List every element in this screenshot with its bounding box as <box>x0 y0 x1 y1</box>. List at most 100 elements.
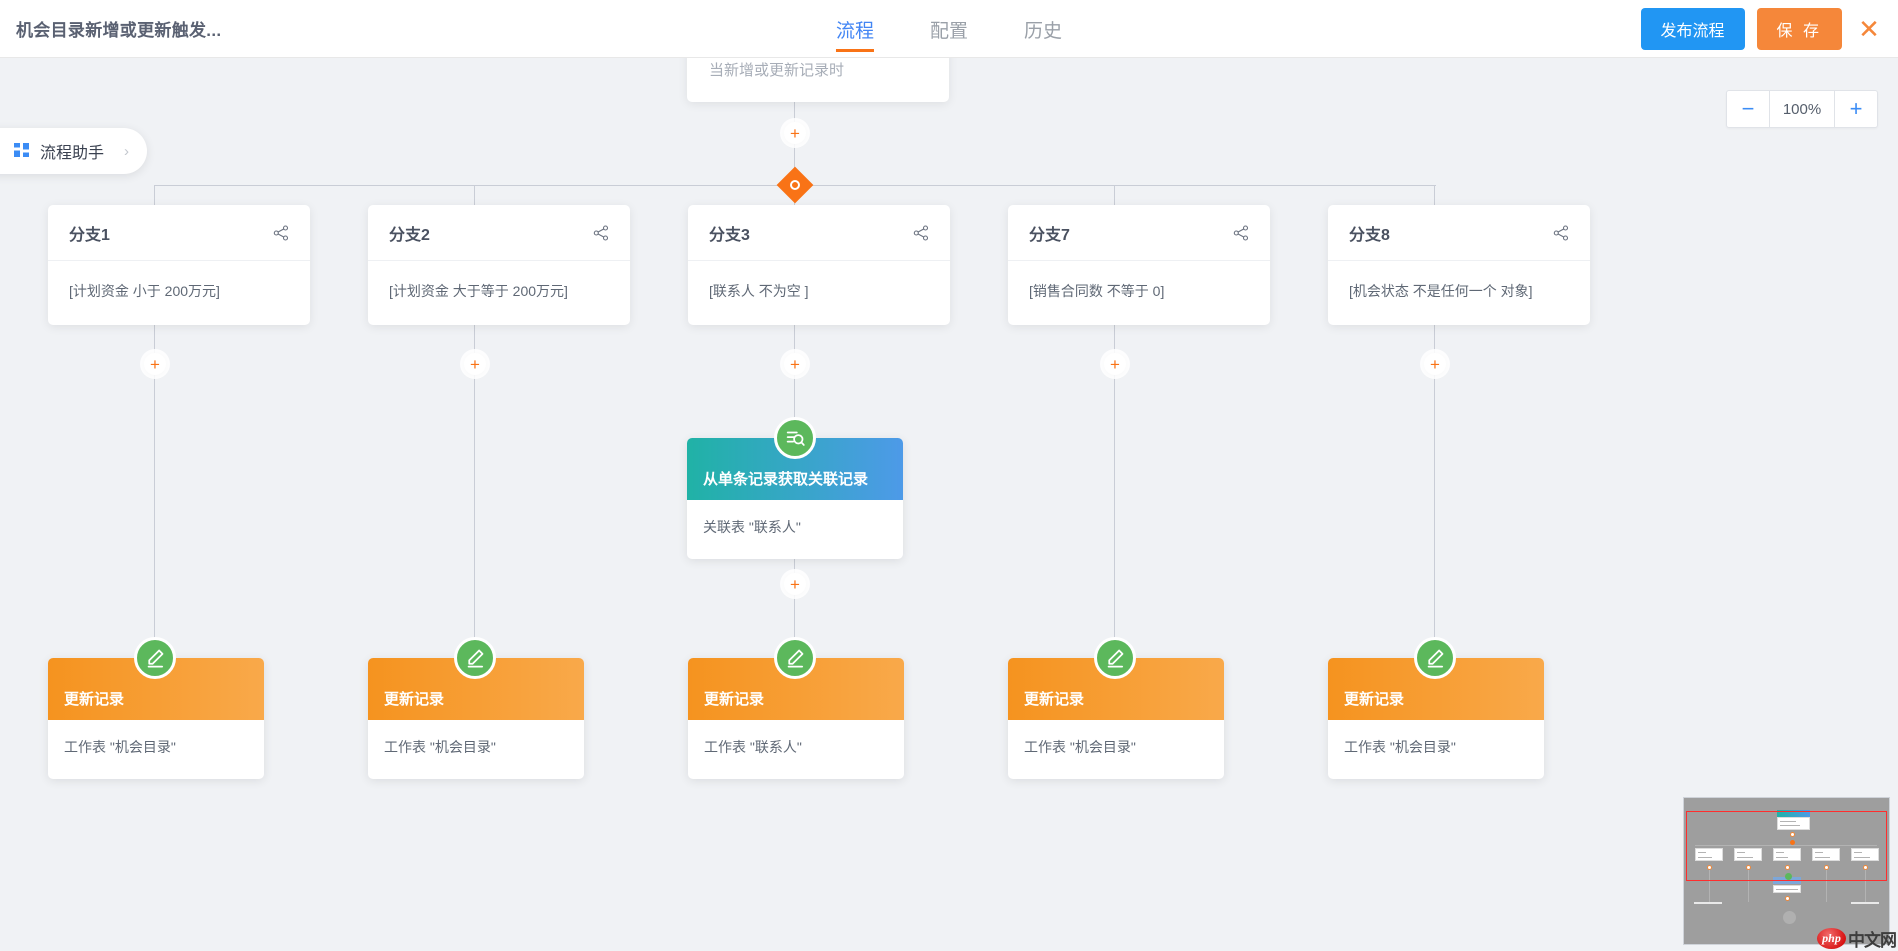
connector-line <box>1114 320 1115 658</box>
minimap-node <box>1851 848 1879 861</box>
connector-line <box>794 320 795 450</box>
connector-line <box>474 320 475 658</box>
minimap-node <box>1785 865 1790 870</box>
share-icon[interactable] <box>273 224 289 241</box>
add-node-button[interactable]: + <box>784 353 806 375</box>
update-card-subtitle: 工作表 "机会目录" <box>1344 739 1456 755</box>
edit-pencil-icon <box>1414 637 1456 679</box>
zoom-control: − 100% + <box>1726 90 1878 128</box>
edit-pencil-icon <box>774 637 816 679</box>
connector-line <box>1434 320 1435 658</box>
add-node-button[interactable]: + <box>784 122 806 144</box>
minimap-node <box>1863 865 1868 870</box>
record-search-icon <box>774 417 816 459</box>
connector-line <box>154 320 155 658</box>
add-node-button[interactable]: + <box>464 353 486 375</box>
share-icon[interactable] <box>1233 224 1249 241</box>
minimap-node <box>1695 848 1723 861</box>
branch-condition: [计划资金 小于 200万元] <box>69 283 220 299</box>
connector-line <box>794 552 795 658</box>
branch-condition: [销售合同数 不等于 0] <box>1029 283 1165 299</box>
trigger-subtitle: 当新增或更新记录时 <box>709 62 845 79</box>
zoom-out-button[interactable]: − <box>1741 96 1755 121</box>
zoom-in-button[interactable]: + <box>1849 96 1863 121</box>
watermark-text: 中文网 <box>1848 931 1897 951</box>
branch-card-7[interactable]: 分支7 [销售合同数 不等于 0] <box>1008 205 1270 325</box>
branch-card-3[interactable]: 分支3 [联系人 不为空 ] <box>688 205 950 325</box>
flow-canvas[interactable]: − 100% + 流程助手 › 当新增或更新记录时 + <box>0 58 1898 951</box>
update-card-subtitle: 工作表 "机会目录" <box>64 739 176 755</box>
minimap-node <box>1812 848 1840 861</box>
branch-title: 分支8 <box>1349 226 1390 244</box>
save-button[interactable]: 保 存 <box>1756 8 1842 50</box>
page-title: 机会目录新增或更新触发... <box>16 21 222 40</box>
update-card-title: 更新记录 <box>48 658 264 720</box>
update-record-card-1[interactable]: 更新记录 工作表 "机会目录" <box>48 658 264 779</box>
minimap-line <box>1709 870 1710 902</box>
tab-config[interactable]: 配置 <box>929 20 969 42</box>
flow-assistant-label: 流程助手 <box>40 145 105 162</box>
branch-split-ring-icon <box>790 180 800 190</box>
close-icon[interactable]: ✕ <box>1858 14 1880 44</box>
top-bar: 机会目录新增或更新触发... 流程 配置 历史 发布流程 保 存 ✕ <box>0 0 1898 58</box>
flow-assistant-panel[interactable]: 流程助手 › <box>0 128 148 174</box>
share-icon[interactable] <box>593 224 609 241</box>
edit-pencil-icon <box>1094 637 1136 679</box>
branch-title: 分支7 <box>1029 226 1070 244</box>
branch-title: 分支3 <box>709 226 750 244</box>
branch-condition: [计划资金 大于等于 200万元] <box>389 283 568 299</box>
minimap-node <box>1790 832 1795 837</box>
add-node-button[interactable]: + <box>1104 353 1126 375</box>
minimap-node <box>1790 840 1795 845</box>
minimap-line <box>1865 870 1866 902</box>
update-card-title: 更新记录 <box>1008 658 1224 720</box>
branch-header: 分支8 <box>1328 205 1590 261</box>
branch-condition: [联系人 不为空 ] <box>709 283 809 299</box>
branch-card-2[interactable]: 分支2 [计划资金 大于等于 200万元] <box>368 205 630 325</box>
minimap-node <box>1694 902 1722 904</box>
zoom-level-value: 100% <box>1769 91 1835 127</box>
nav-tabs: 流程 配置 历史 <box>835 0 1063 58</box>
minimap-node <box>1785 873 1792 880</box>
update-record-card-4[interactable]: 更新记录 工作表 "机会目录" <box>1008 658 1224 779</box>
minimap[interactable] <box>1683 797 1890 945</box>
share-icon[interactable] <box>913 224 929 241</box>
minimap-node <box>1851 902 1879 904</box>
tab-history[interactable]: 历史 <box>1024 20 1063 42</box>
update-card-subtitle: 工作表 "联系人" <box>704 739 802 755</box>
topbar-actions: 发布流程 保 存 ✕ <box>1640 0 1884 58</box>
branch-header: 分支7 <box>1008 205 1270 261</box>
minimap-line <box>1826 870 1827 902</box>
minimap-node <box>1785 896 1790 901</box>
php-logo-icon: php <box>1817 928 1846 949</box>
minimap-node <box>1773 885 1801 893</box>
minimap-node <box>1773 848 1801 861</box>
minimap-line <box>1695 845 1877 846</box>
branch-header: 分支1 <box>48 205 310 261</box>
branch-title: 分支1 <box>69 226 110 244</box>
branch-title: 分支2 <box>389 226 430 244</box>
add-node-button[interactable]: + <box>784 573 806 595</box>
tab-flow[interactable]: 流程 <box>835 0 875 58</box>
branch-card-1[interactable]: 分支1 [计划资金 小于 200万元] <box>48 205 310 325</box>
share-icon[interactable] <box>1553 224 1569 241</box>
edit-pencil-icon <box>134 637 176 679</box>
minimap-node <box>1746 865 1751 870</box>
update-record-card-3[interactable]: 更新记录 工作表 "联系人" <box>688 658 904 779</box>
branch-card-8[interactable]: 分支8 [机会状态 不是任何一个 对象] <box>1328 205 1590 325</box>
publish-flow-button[interactable]: 发布流程 <box>1640 8 1745 50</box>
update-card-subtitle: 工作表 "机会目录" <box>1024 739 1136 755</box>
add-node-button[interactable]: + <box>1424 353 1446 375</box>
chevron-right-icon: › <box>124 142 130 160</box>
minimap-viewport[interactable] <box>1686 811 1887 881</box>
trigger-node-card[interactable]: 当新增或更新记录时 <box>687 58 949 102</box>
minimap-node <box>1777 817 1810 830</box>
add-node-button[interactable]: + <box>144 353 166 375</box>
branch-condition: [机会状态 不是任何一个 对象] <box>1349 283 1533 299</box>
branch-header: 分支2 <box>368 205 630 261</box>
branch-split-node[interactable] <box>776 166 814 204</box>
grid-icon <box>14 143 30 159</box>
lookup-card-subtitle: 关联表 "联系人" <box>703 519 801 535</box>
update-card-subtitle: 工作表 "机会目录" <box>384 739 496 755</box>
branch-header: 分支3 <box>688 205 950 261</box>
